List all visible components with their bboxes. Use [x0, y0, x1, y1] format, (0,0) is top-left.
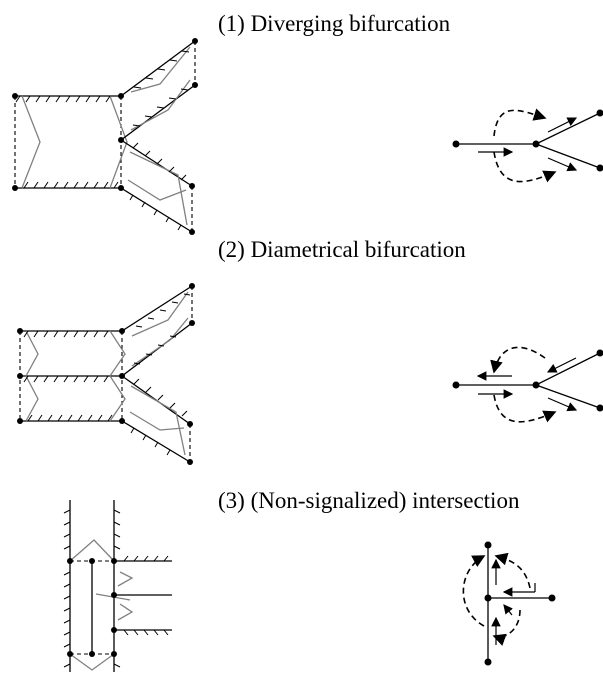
panel-3-graph: [462, 541, 556, 666]
panel-2-graph: [452, 346, 603, 423]
panel-3-title: (3) (Non-signalized) intersection: [218, 488, 520, 513]
panel-3-hatching: [63, 509, 169, 668]
panel-1-hatching: [15, 95, 119, 189]
panel-2-title: (2) Diametrical bifurcation: [218, 237, 466, 262]
panel-2-hatching: [23, 330, 113, 422]
panel-1-title: (1) Diverging bifurcation: [218, 11, 451, 36]
panel-1-road-diagram: [12, 38, 198, 235]
panel-1-graph: [452, 108, 603, 183]
panel-3-road-diagram: [63, 500, 172, 672]
panel-2-road-diagram: [17, 283, 195, 465]
